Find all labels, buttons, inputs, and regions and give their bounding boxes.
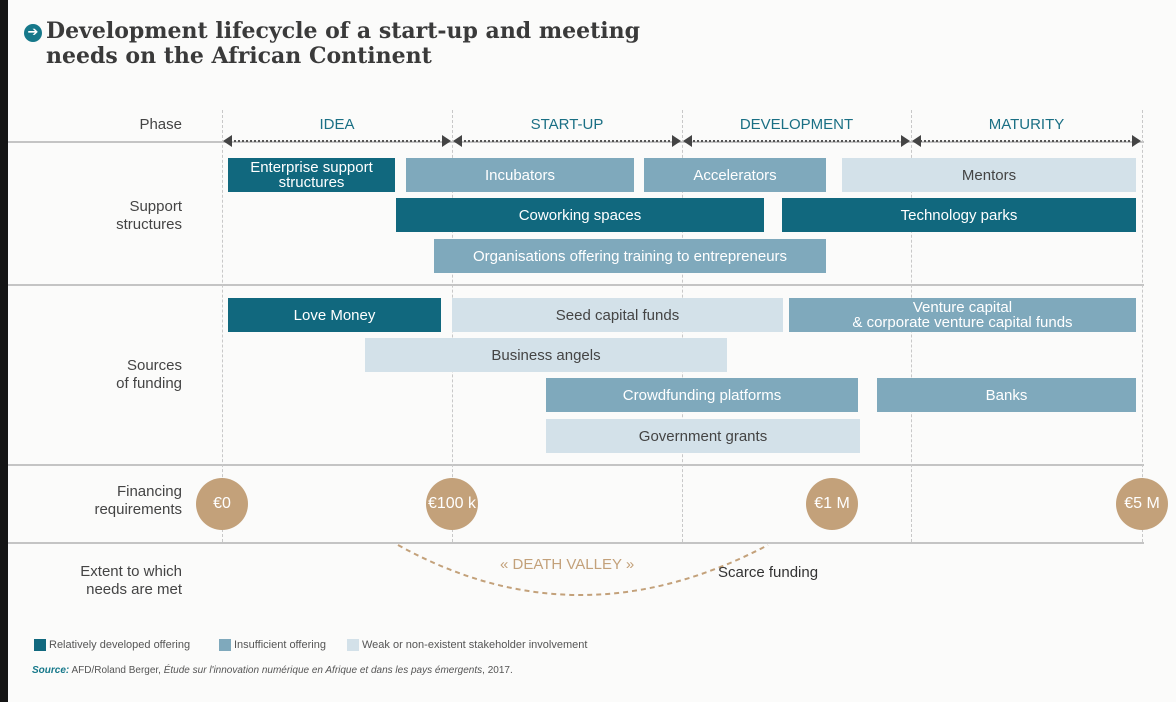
phase-development: DEVELOPMENT — [739, 116, 854, 133]
bar-label: Venture capital — [912, 299, 1013, 316]
title-line-1: Development lifecycle of a start-up and … — [46, 18, 641, 44]
phase-divider-4 — [1142, 110, 1143, 542]
separator-support — [8, 284, 1144, 286]
phase-start-up: START-UP — [530, 116, 604, 133]
row-label-extent-1: Extent to which — [80, 563, 182, 580]
bar-government-grants: Government grants — [546, 419, 860, 453]
bar-label: structures — [278, 174, 345, 191]
separator-funding — [8, 464, 1144, 466]
legend-label-developed: Relatively developed offering — [49, 639, 191, 651]
bar-label: Enterprise support — [250, 159, 373, 176]
legend-swatch-insufficient — [219, 639, 231, 651]
bar-coworking-spaces: Coworking spaces — [396, 198, 764, 232]
bar-label: Business angels — [491, 346, 601, 364]
death-valley-curve — [397, 544, 769, 596]
bar-label: Love Money — [293, 306, 376, 324]
phase-arrow-start-up — [453, 135, 681, 147]
row-label-financing-2: requirements — [94, 501, 182, 518]
row-label-financing-1: Financing — [116, 483, 182, 500]
row-label-support-2: structures — [116, 216, 182, 233]
bar-enterprise-support: Enterprise support structures — [228, 158, 395, 192]
lifecycle-diagram: ➔ Development lifecycle of a start-up an… — [8, 0, 1176, 702]
bar-business-angels: Business angels — [365, 338, 727, 372]
source-note: Source: AFD/Roland Berger, Étude sur l'i… — [32, 665, 513, 676]
row-label-funding-1: Sources — [126, 357, 182, 374]
separator-financing — [8, 542, 1144, 544]
bar-label: Banks — [985, 386, 1028, 404]
legend-swatch-developed — [34, 639, 46, 651]
bar-label: Incubators — [484, 166, 556, 184]
source-title: Étude sur l'innovation numérique en Afri… — [163, 665, 483, 676]
arrow-circle-icon: ➔ — [24, 24, 42, 42]
phase-divider-0 — [222, 110, 223, 542]
bar-accelerators: Accelerators — [644, 158, 826, 192]
source-label: Source: — [32, 665, 70, 676]
bar-banks: Banks — [877, 378, 1136, 412]
financing-circle-1m: €1 M — [806, 478, 858, 530]
bar-label: Mentors — [961, 166, 1017, 184]
bar-mentors: Mentors — [842, 158, 1136, 192]
bar-label: Crowdfunding platforms — [622, 386, 782, 404]
financing-circle-0: €0 — [196, 478, 248, 530]
row-label-phase: Phase — [139, 116, 182, 133]
legend-label-weak: Weak or non-existent stakeholder involve… — [362, 639, 588, 651]
phase-maturity: MATURITY — [988, 116, 1065, 133]
bar-technology-parks: Technology parks — [782, 198, 1136, 232]
row-label-extent-2: needs are met — [86, 581, 182, 598]
bar-incubators: Incubators — [406, 158, 634, 192]
bar-label: & corporate venture capital funds — [852, 314, 1073, 331]
phase-arrow-maturity — [912, 135, 1141, 147]
bar-label: Technology parks — [900, 206, 1018, 224]
bar-training-organisations: Organisations offering training to entre… — [434, 239, 826, 273]
title-line-2: needs on the African Continent — [46, 43, 432, 69]
bar-crowdfunding-platforms: Crowdfunding platforms — [546, 378, 858, 412]
row-label-support-1: Support — [129, 198, 182, 215]
legend-swatch-weak — [347, 639, 359, 651]
phase-arrow-idea — [223, 135, 451, 147]
bar-label: Organisations offering training to entre… — [472, 247, 788, 265]
bar-label: Coworking spaces — [518, 206, 642, 224]
bar-label: Seed capital funds — [555, 306, 680, 324]
bar-venture-capital: Venture capital & corporate venture capi… — [789, 298, 1136, 332]
scarce-funding-label: Scarce funding — [718, 564, 819, 581]
source-author: AFD/Roland Berger, — [71, 665, 164, 676]
source-year: , 2017. — [482, 665, 513, 676]
bar-seed-capital-funds: Seed capital funds — [452, 298, 783, 332]
financing-circle-5m: €5 M — [1116, 478, 1168, 530]
bar-label: Accelerators — [693, 166, 777, 184]
financing-circle-100k: €100 k — [426, 478, 478, 530]
death-valley-label: « DEATH VALLEY » — [500, 556, 635, 573]
phase-idea: IDEA — [319, 116, 355, 133]
bar-label: Government grants — [638, 427, 768, 445]
bar-love-money: Love Money — [228, 298, 441, 332]
separator-phase — [8, 141, 1144, 143]
legend-label-insufficient: Insufficient offering — [234, 639, 326, 651]
phase-arrow-development — [683, 135, 910, 147]
row-label-funding-2: of funding — [116, 375, 182, 392]
